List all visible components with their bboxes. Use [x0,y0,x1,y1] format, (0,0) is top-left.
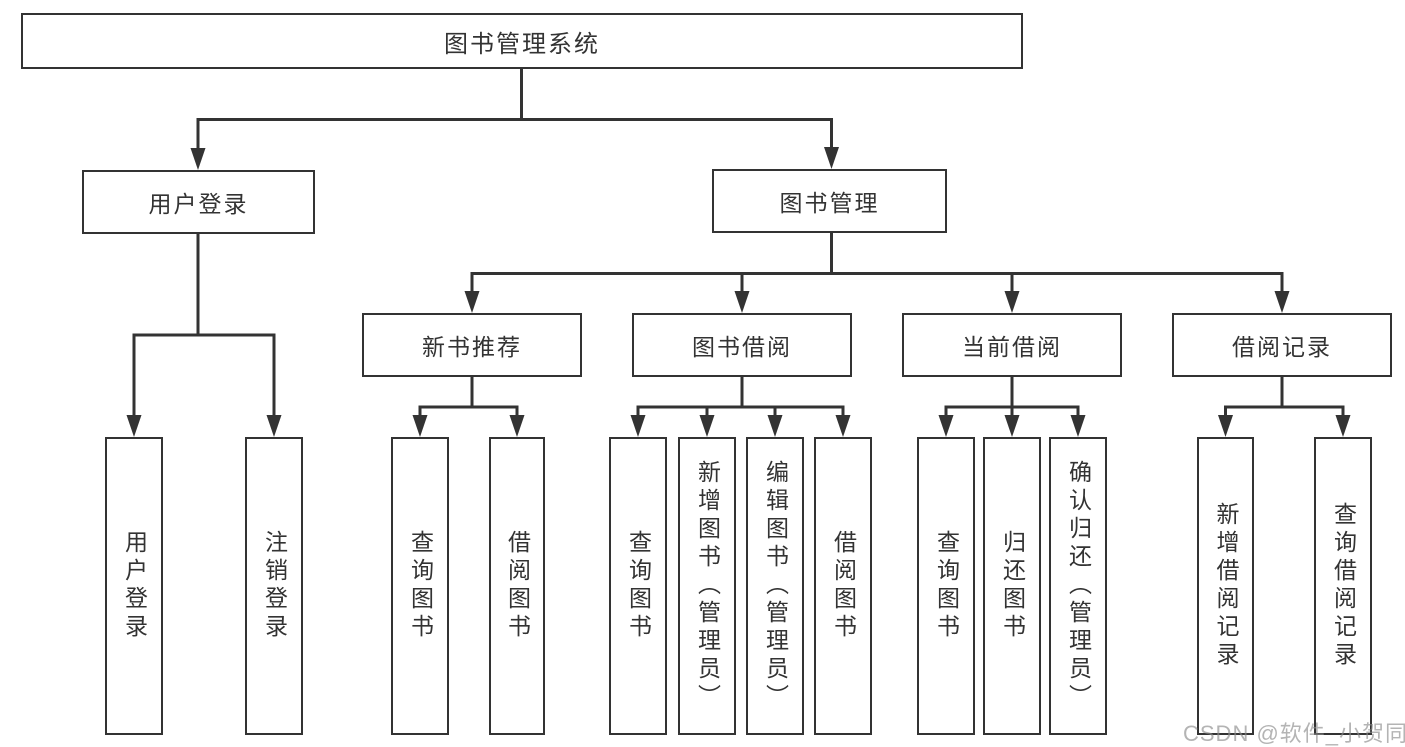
node-user-login: 用户登录 [82,170,315,234]
leaf-query-books: 查询图书 [609,437,667,735]
node-label: 查询图书 [625,530,652,642]
connector-book-borrow-to-leaves [636,375,845,429]
node-label: 图书管理系统 [444,30,600,58]
node-label: 新增借阅记录 [1213,502,1239,670]
leaf-confirm-return-admin: 确认归还（管理员） [1049,437,1107,735]
node-label: 确认归还（管理员） [1065,460,1092,712]
arrow-down-icon [734,291,750,313]
node-label: 查询图书 [933,530,960,642]
node-book-borrow: 图书借阅 [632,313,852,377]
leaf-query-borrow-record: 查询借阅记录 [1314,437,1372,735]
node-label: 用户登录 [148,191,249,217]
node-label: 查询图书 [407,530,434,642]
arrow-down-icon [699,415,715,437]
node-label: 图书管理 [779,190,880,216]
leaf-borrow-book: 借阅图书 [489,437,545,735]
connector-borrow-records-to-leaves [1224,375,1345,429]
arrow-down-icon [1004,415,1020,437]
node-label: 新增图书（管理员） [694,460,721,712]
connector-user-login-to-leaves [132,232,276,429]
node-label: 用户登录 [121,530,148,642]
node-label: 借阅记录 [1232,334,1332,360]
arrow-down-icon [938,415,954,437]
leaf-query-books: 查询图书 [391,437,449,735]
node-library-system: 图书管理系统 [21,13,1023,69]
leaf-add-book-admin: 新增图书（管理员） [678,437,736,735]
node-label: 当前借阅 [962,334,1062,360]
leaf-add-borrow-record: 新增借阅记录 [1197,437,1254,735]
connector-new-book-recommend-to-leaves [418,375,519,429]
node-label: 图书借阅 [692,334,792,360]
arrow-down-icon [1218,415,1233,437]
node-label: 归还图书 [999,530,1026,642]
leaf-logout-login: 注销登录 [245,437,303,735]
connector-book-management-to-level3 [470,231,1284,305]
arrow-down-icon [1004,291,1020,313]
node-current-borrow: 当前借阅 [902,313,1122,377]
node-borrow-records: 借阅记录 [1172,313,1392,377]
arrow-down-icon [464,291,480,313]
leaf-query-books: 查询图书 [917,437,975,735]
connector-root-to-level2 [196,67,833,160]
arrow-down-icon [835,415,851,437]
node-label: 新书推荐 [422,334,522,360]
arrow-down-icon [412,415,428,437]
node-label: 注销登录 [261,530,288,642]
arrow-down-icon [1274,291,1290,313]
arrow-down-icon [1070,415,1086,437]
node-label: 查询借阅记录 [1330,502,1357,670]
arrow-down-icon [266,415,282,437]
node-book-management: 图书管理 [712,169,947,233]
arrow-down-icon [824,147,839,169]
arrow-down-icon [630,415,646,437]
node-label: 借阅图书 [504,530,531,642]
node-new-book-recommend: 新书推荐 [362,313,582,377]
leaf-return-book: 归还图书 [983,437,1041,735]
arrow-down-icon [767,415,783,437]
node-label: 编辑图书（管理员） [762,460,789,712]
arrow-down-icon [126,415,142,437]
arrow-down-icon [1335,415,1351,437]
leaf-borrow-book: 借阅图书 [814,437,872,735]
node-label: 借阅图书 [830,530,857,642]
leaf-edit-book-admin: 编辑图书（管理员） [746,437,804,735]
arrow-down-icon [190,148,206,170]
leaf-user-login: 用户登录 [105,437,163,735]
arrow-down-icon [509,415,525,437]
